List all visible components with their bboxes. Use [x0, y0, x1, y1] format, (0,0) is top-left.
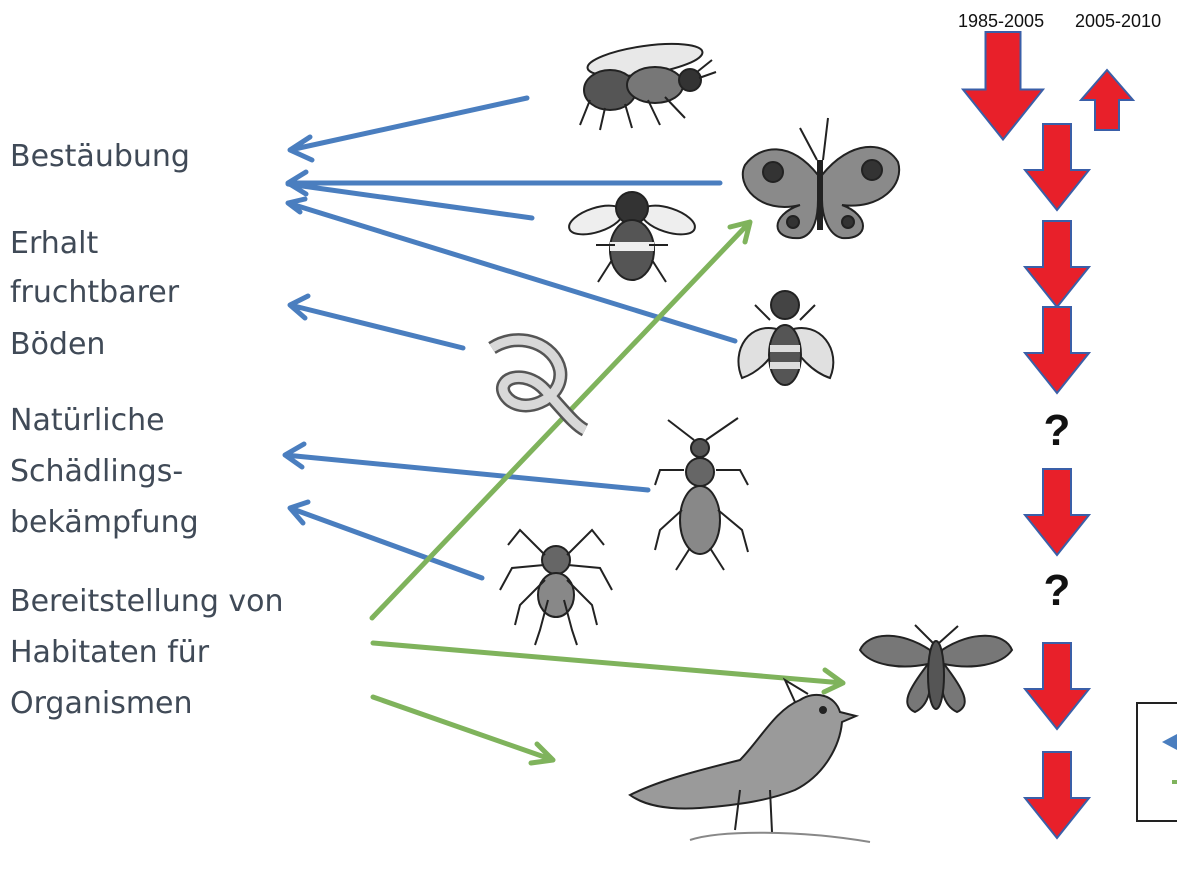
- service-label-habitat-line-3: Organismen: [10, 686, 193, 721]
- trend-arrow-down-moth: [1025, 643, 1089, 729]
- earthworm-illustration: [492, 340, 585, 430]
- service-label-soil-line-1: Erhalt: [10, 226, 98, 261]
- arrow-spider-to-pest-control: [290, 502, 482, 578]
- bumblebee-illustration: [566, 192, 699, 282]
- arrow-earthworm-to-soil: [290, 296, 463, 348]
- hoverfly-illustration: [738, 291, 833, 385]
- period-label-2005-2010: 2005-2010: [1075, 11, 1161, 31]
- ground-beetle-illustration: [655, 418, 748, 570]
- trend-arrow-down-honeybee: [963, 32, 1043, 140]
- moth-illustration: [860, 625, 1012, 712]
- service-label-pollination: Bestäubung: [10, 139, 190, 174]
- trend-arrow-down-hoverfly: [1025, 307, 1089, 393]
- trend-arrows: ??: [963, 32, 1133, 838]
- arrow-beetle-to-pest-control: [285, 444, 648, 490]
- butterfly-illustration: [743, 118, 899, 238]
- trend-arrow-up-honeybee: [1081, 70, 1133, 130]
- service-label-pest-line-3: bekämpfung: [10, 505, 199, 540]
- trend-unknown-earthworm: ?: [1044, 406, 1071, 455]
- arrow-honeybee-to-pollination: [290, 98, 527, 160]
- legend-box: [1137, 703, 1177, 821]
- trend-arrow-down-butterfly: [1025, 124, 1089, 210]
- service-label-pest-line-2: Schädlings-: [10, 454, 183, 489]
- service-label-habitat-line-1: Bereitstellung von: [10, 584, 284, 619]
- trend-unknown-spider: ?: [1044, 566, 1071, 615]
- service-label-soil-line-2: fruchtbarer: [10, 275, 180, 310]
- spider-illustration: [500, 530, 612, 645]
- period-label-1985-2005: 1985-2005: [958, 11, 1044, 31]
- trend-arrow-down-ground-beetle: [1025, 469, 1089, 555]
- service-label-habitat-line-2: Habitaten für: [10, 635, 210, 670]
- trend-arrow-down-bumblebee: [1025, 221, 1089, 307]
- honeybee-illustration: [580, 38, 716, 130]
- skylark-illustration: [630, 680, 870, 842]
- arrow-habitat-to-skylark: [373, 697, 553, 763]
- trend-arrow-down-skylark: [1025, 752, 1089, 838]
- legend: [1137, 703, 1177, 821]
- service-label-pest-line-1: Natürliche: [10, 403, 165, 438]
- service-label-soil-line-3: Böden: [10, 327, 105, 362]
- arrow-habitat-to-moth: [373, 643, 843, 692]
